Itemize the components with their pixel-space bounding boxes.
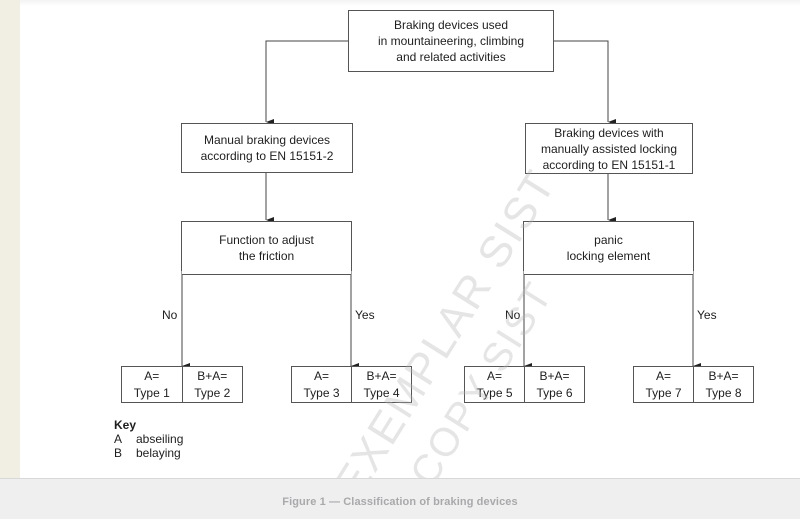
type-6-cell: B+A=Type 6 <box>524 367 584 402</box>
key-title: Key <box>114 418 137 432</box>
type-2-cell: B+A=Type 2 <box>181 367 243 402</box>
connector-root-left <box>265 40 348 125</box>
root-node: Braking devices used in mountaineering, … <box>348 10 554 72</box>
right-yes-label: Yes <box>697 308 717 322</box>
left-yes-label: Yes <box>355 308 375 322</box>
type-4-cell: B+A=Type 4 <box>351 367 411 402</box>
type-box-7-8: A=Type 7 B+A=Type 8 <box>633 366 754 403</box>
panic-locking-decision: panic locking element <box>523 221 694 275</box>
type-box-5-6: A=Type 5 B+A=Type 6 <box>464 366 585 403</box>
connector-root-right <box>553 40 616 125</box>
type-8-cell: B+A=Type 8 <box>693 367 753 402</box>
type-box-1-2: A=Type 1 B+A=Type 2 <box>121 366 243 403</box>
type-7-cell: A=Type 7 <box>645 369 682 400</box>
figure-caption: Figure 1 — Classification of braking dev… <box>282 496 518 508</box>
left-no-label: No <box>162 308 178 322</box>
manual-braking-node: Manual braking devices according to EN 1… <box>181 123 353 173</box>
type-box-3-4: A=Type 3 B+A=Type 4 <box>291 366 412 403</box>
assisted-locking-node: Braking devices with manually assisted l… <box>525 123 693 174</box>
type-1-cell: A=Type 1 <box>133 369 170 400</box>
right-no-label: No <box>505 308 521 322</box>
page-top-edge <box>20 0 800 6</box>
type-3-cell: A=Type 3 <box>303 369 340 400</box>
friction-decision: Function to adjust the friction <box>181 221 352 275</box>
page-margin <box>0 0 20 478</box>
caption-bar <box>0 478 800 519</box>
type-5-cell: A=Type 5 <box>476 369 513 400</box>
